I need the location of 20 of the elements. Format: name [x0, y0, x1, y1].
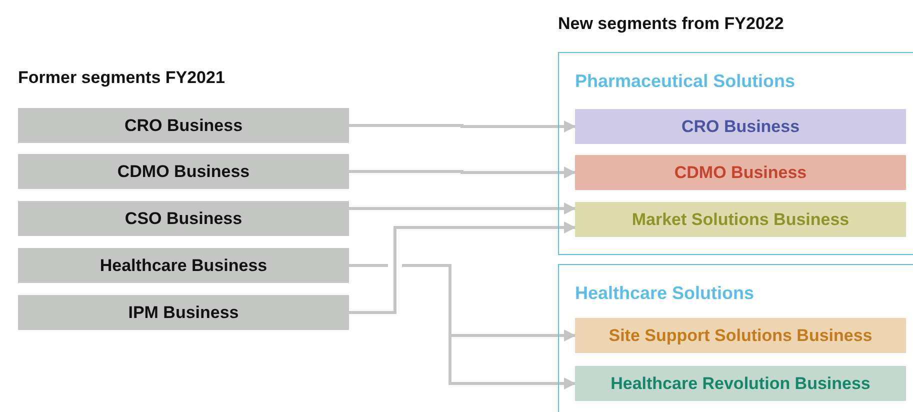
column-heading: New segments from FY2022: [558, 14, 784, 34]
arrow: [349, 166, 576, 178]
arrow: [349, 202, 576, 214]
group-heading: Pharmaceutical Solutions: [575, 71, 796, 92]
group-panel: [558, 264, 913, 412]
segment-box: Market Solutions Business: [575, 202, 906, 237]
column-heading: Former segments FY2021: [18, 68, 225, 88]
segment-box: Healthcare Revolution Business: [575, 366, 906, 401]
segment-box: Healthcare Business: [18, 248, 349, 283]
segment-box: CRO Business: [18, 108, 349, 143]
arrow: [349, 222, 576, 314]
segment-box: CDMO Business: [575, 155, 906, 190]
segment-box: CRO Business: [575, 109, 906, 144]
group-panel: [558, 52, 913, 255]
segment-box: Site Support Solutions Business: [575, 318, 906, 353]
segment-box: CDMO Business: [18, 154, 349, 189]
segment-box: IPM Business: [18, 295, 349, 330]
group-heading: Healthcare Solutions: [575, 283, 754, 304]
segment-box: CSO Business: [18, 201, 349, 236]
arrow: [349, 120, 576, 132]
